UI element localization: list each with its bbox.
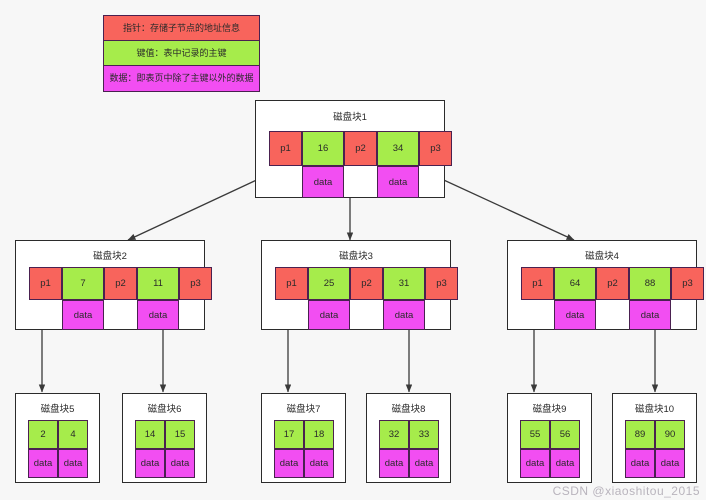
- block6-key-2[interactable]: 15: [165, 420, 195, 449]
- block6-data-1[interactable]: data: [135, 449, 165, 478]
- block7-data-2[interactable]: data: [304, 449, 334, 478]
- node-block4-title: 磁盘块4: [585, 251, 619, 262]
- node-block3[interactable]: 磁盘块3 p1 25 p2 31 p3 data data: [261, 240, 458, 330]
- block4-pointer-3[interactable]: p3: [671, 267, 704, 300]
- block8-key-2[interactable]: 33: [409, 420, 439, 449]
- block2-pointer-1[interactable]: p1: [29, 267, 62, 300]
- block3-pointer-1[interactable]: p1: [275, 267, 308, 300]
- block4-data-1[interactable]: data: [554, 300, 596, 330]
- block4-pointer-1[interactable]: p1: [521, 267, 554, 300]
- block3-pointer-3[interactable]: p3: [425, 267, 458, 300]
- node-block9[interactable]: 磁盘块9 55 56 data data: [507, 393, 592, 483]
- node-block7[interactable]: 磁盘块7 17 18 data data: [261, 393, 346, 483]
- block7-key-1[interactable]: 17: [274, 420, 304, 449]
- block9-data-1[interactable]: data: [520, 449, 550, 478]
- block3-key-2[interactable]: 31: [383, 267, 425, 300]
- block2-key-2[interactable]: 11: [137, 267, 179, 300]
- block8-data-1[interactable]: data: [379, 449, 409, 478]
- block2-data-1[interactable]: data: [62, 300, 104, 330]
- block2-data-2[interactable]: data: [137, 300, 179, 330]
- block3-pointer-2[interactable]: p2: [350, 267, 383, 300]
- node-block2[interactable]: 磁盘块2 p1 7 p2 11 p3 data data: [15, 240, 212, 330]
- block2-pointer-2[interactable]: p2: [104, 267, 137, 300]
- node-block6[interactable]: 磁盘块6 14 15 data data: [122, 393, 207, 483]
- block1-key-2[interactable]: 34: [377, 131, 419, 166]
- block1-data-2[interactable]: data: [377, 166, 419, 198]
- block5-key-2[interactable]: 4: [58, 420, 88, 449]
- block8-key-1[interactable]: 32: [379, 420, 409, 449]
- block10-key-1[interactable]: 89: [625, 420, 655, 449]
- block2-pointer-3[interactable]: p3: [179, 267, 212, 300]
- block4-key-2[interactable]: 88: [629, 267, 671, 300]
- node-block6-title: 磁盘块6: [147, 404, 182, 415]
- legend-row-key: 键值：表中记录的主键: [104, 41, 259, 66]
- node-block4[interactable]: 磁盘块4 p1 64 p2 88 p3 data data: [507, 240, 704, 330]
- block7-key-2[interactable]: 18: [304, 420, 334, 449]
- block9-key-2[interactable]: 56: [550, 420, 580, 449]
- node-block10[interactable]: 磁盘块10 89 90 data data: [612, 393, 697, 483]
- block9-data-2[interactable]: data: [550, 449, 580, 478]
- block6-key-1[interactable]: 14: [135, 420, 165, 449]
- node-block8-title: 磁盘块8: [391, 404, 426, 415]
- block10-data-1[interactable]: data: [625, 449, 655, 478]
- node-block3-title: 磁盘块3: [339, 251, 373, 262]
- block5-data-1[interactable]: data: [28, 449, 58, 478]
- block1-key-1[interactable]: 16: [302, 131, 344, 166]
- block5-key-1[interactable]: 2: [28, 420, 58, 449]
- block1-pointer-2[interactable]: p2: [344, 131, 377, 166]
- block1-pointer-1[interactable]: p1: [269, 131, 302, 166]
- block3-data-2[interactable]: data: [383, 300, 425, 330]
- block4-data-2[interactable]: data: [629, 300, 671, 330]
- block9-key-1[interactable]: 55: [520, 420, 550, 449]
- node-block1-title: 磁盘块1: [333, 112, 367, 123]
- legend: 指针：存储子节点的地址信息 键值：表中记录的主键 数据：即表页中除了主键以外的数…: [103, 15, 260, 92]
- block8-data-2[interactable]: data: [409, 449, 439, 478]
- block1-data-1[interactable]: data: [302, 166, 344, 198]
- watermark: CSDN @xiaoshitou_2015: [552, 484, 700, 498]
- node-block8[interactable]: 磁盘块8 32 33 data data: [366, 393, 451, 483]
- node-block1[interactable]: 磁盘块1 p1 16 p2 34 p3 data data: [255, 100, 452, 198]
- node-block5[interactable]: 磁盘块5 2 4 data data: [15, 393, 100, 483]
- block3-key-1[interactable]: 25: [308, 267, 350, 300]
- node-block2-title: 磁盘块2: [93, 251, 127, 262]
- block7-data-1[interactable]: data: [274, 449, 304, 478]
- block4-key-1[interactable]: 64: [554, 267, 596, 300]
- node-block7-title: 磁盘块7: [286, 404, 321, 415]
- block10-data-2[interactable]: data: [655, 449, 685, 478]
- node-block10-title: 磁盘块10: [634, 404, 675, 415]
- node-block9-title: 磁盘块9: [532, 404, 567, 415]
- block4-pointer-2[interactable]: p2: [596, 267, 629, 300]
- legend-row-pointer: 指针：存储子节点的地址信息: [104, 16, 259, 41]
- block3-data-1[interactable]: data: [308, 300, 350, 330]
- block10-key-2[interactable]: 90: [655, 420, 685, 449]
- node-block5-title: 磁盘块5: [40, 404, 75, 415]
- block6-data-2[interactable]: data: [165, 449, 195, 478]
- block5-data-2[interactable]: data: [58, 449, 88, 478]
- block2-key-1[interactable]: 7: [62, 267, 104, 300]
- legend-row-data: 数据：即表页中除了主键以外的数据: [104, 66, 259, 91]
- block1-pointer-3[interactable]: p3: [419, 131, 452, 166]
